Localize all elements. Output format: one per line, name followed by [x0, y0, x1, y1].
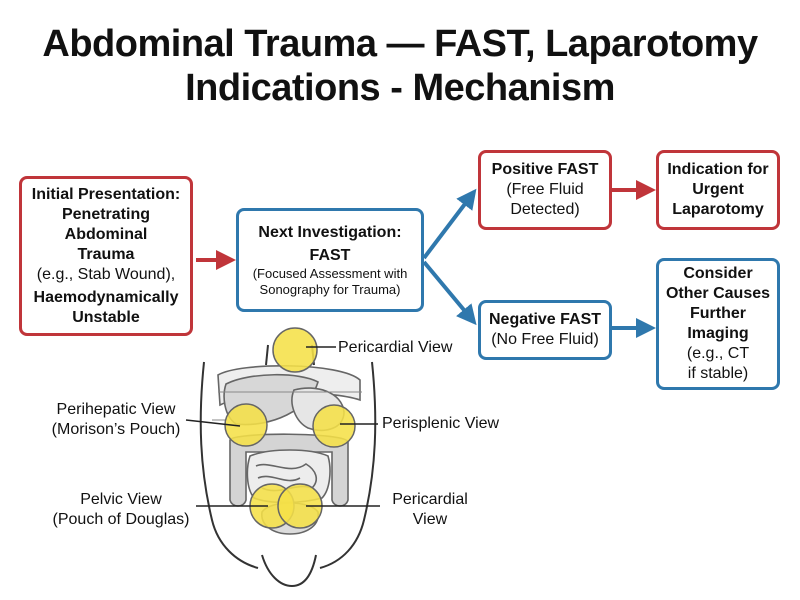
label-pericardial-bottom-line-2: View [412, 511, 448, 528]
laparotomy-line-3: Laparotomy [672, 201, 764, 218]
positive-line-3: Detected) [510, 201, 580, 218]
negative-line-2: (No Free Fluid) [491, 331, 599, 348]
label-perisplenic-view: Perisplenic View [382, 414, 499, 434]
consider-line-6: if stable) [687, 365, 749, 382]
positive-heading: Positive FAST [491, 161, 599, 178]
next-line-4: Sonography for Trauma) [259, 281, 401, 297]
probe-pericardial [272, 327, 318, 373]
arrow-next-to-positive [422, 188, 477, 260]
initial-line-4: Trauma [77, 245, 135, 263]
next-fast: FAST [309, 246, 351, 264]
next-investigation-box: Next Investigation: FAST (Focused Assess… [236, 208, 424, 312]
consider-line-5: (e.g., CT [686, 345, 750, 362]
probe-perisplenic [312, 404, 356, 448]
initial-presentation-box: Initial Presentation: Penetrating Abdomi… [19, 176, 193, 336]
consider-box: Consider Other Causes Further Imaging (e… [656, 258, 780, 390]
label-pericardial-view-bottom: Pericardial View [382, 490, 478, 530]
positive-fast-box: Positive FAST (Free Fluid Detected) [478, 150, 612, 230]
label-pericardial-view-top: Pericardial View [338, 338, 452, 358]
consider-line-2: Other Causes [665, 285, 771, 302]
label-pelvic-view: Pelvic View (Pouch of Douglas) [46, 490, 196, 530]
consider-line-4: Imaging [687, 325, 749, 342]
next-line-3: (Focused Assessment with [252, 265, 408, 281]
laparotomy-box: Indication for Urgent Laparotomy [656, 150, 780, 230]
label-pericardial-top-text: Pericardial View [338, 339, 453, 356]
negative-heading: Negative FAST [488, 311, 602, 328]
probe-windows [224, 327, 356, 529]
label-perihepatic-line-2: (Morison’s Pouch) [51, 421, 181, 438]
initial-line-6: Haemodynamically [33, 288, 179, 306]
initial-heading: Initial Presentation: [31, 185, 181, 203]
arrow-next-to-negative [422, 260, 477, 326]
torso-illustration [199, 344, 377, 588]
label-pelvic-line-2: (Pouch of Douglas) [52, 511, 190, 528]
title-line-2: Indications - Mechanism [185, 67, 615, 109]
consider-line-1: Consider [683, 265, 753, 282]
initial-line-7: Unstable [72, 308, 140, 326]
label-pericardial-bottom-line-1: Pericardial [392, 491, 468, 508]
initial-line-5: (e.g., Stab Wound), [36, 265, 176, 283]
initial-line-2: Penetrating [61, 205, 150, 223]
leader-lines [185, 346, 380, 507]
next-heading: Next Investigation: [258, 223, 402, 241]
laparotomy-line-1: Indication for [667, 161, 769, 178]
label-perihepatic-line-1: Perihepatic View [56, 401, 176, 418]
page-title: Abdominal Trauma — FAST, Laparotomy Indi… [0, 22, 800, 110]
label-pelvic-line-1: Pelvic View [80, 491, 162, 508]
initial-line-3: Abdominal [64, 225, 148, 243]
title-line-1: Abdominal Trauma — FAST, Laparotomy [42, 23, 758, 65]
positive-line-2: (Free Fluid [506, 181, 584, 198]
negative-fast-box: Negative FAST (No Free Fluid) [478, 300, 612, 360]
laparotomy-line-2: Urgent [692, 181, 744, 198]
label-perisplenic-text: Perisplenic View [382, 415, 500, 432]
consider-line-3: Further [690, 305, 746, 322]
label-perihepatic-view: Perihepatic View (Morison’s Pouch) [46, 400, 186, 440]
